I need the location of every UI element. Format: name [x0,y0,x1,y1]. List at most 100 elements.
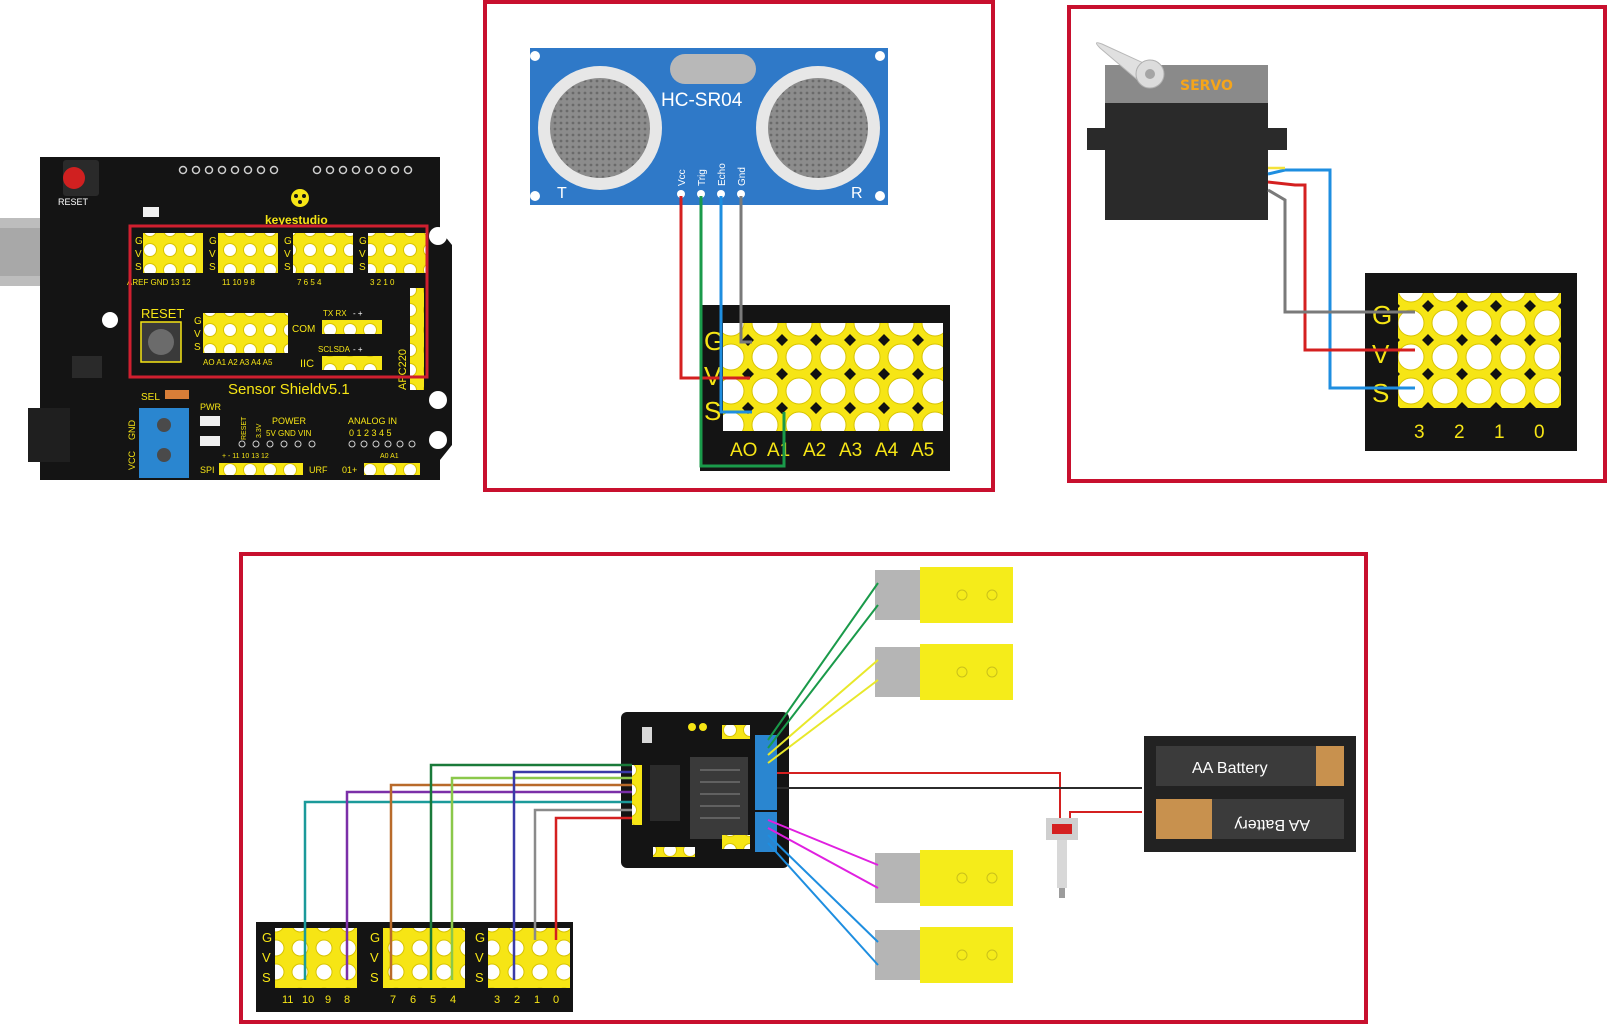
header-block-3-0[interactable] [368,233,428,273]
analog-header-block[interactable] [203,313,288,353]
wire-pin-8 [345,790,632,980]
iic-header[interactable] [322,356,382,370]
header-block-11-8[interactable] [218,233,278,273]
digital-label-aref: AREF GND 13 12 [127,278,191,287]
mount-hole [102,312,118,328]
sel-label: SEL [141,392,160,403]
analog-label-a4: A4 [875,440,899,461]
gvs-g: G [262,930,272,945]
battery-top-label: AA Battery [1192,760,1268,777]
a0a1-label: A0 A1 [380,453,399,460]
digital-label-7-4: 7 6 5 4 [297,278,322,287]
txrx-label: TX RX [323,309,347,318]
pwr-label: PWR [200,402,221,412]
gvs-s: S [194,342,201,353]
analog-labels: AO A1 A2 A3 A4 A5 [203,358,273,367]
wire-gnd-grey [739,196,752,344]
urf-label: URF [309,465,328,475]
pin-label-7: 7 [390,994,396,1006]
wire-pin-11 [303,800,632,980]
ladybug-logo-icon [291,189,309,207]
svg-text:- +: - + [353,309,363,318]
analog-label-a5: A5 [911,440,934,461]
header-block-3-0[interactable] [488,928,570,988]
wire-echo-blue [719,196,752,414]
analog-pin-block[interactable] [723,323,943,431]
pin-label-9: 9 [325,994,331,1006]
gvs-v: V [284,249,291,260]
v33-label: 3.3V [256,423,263,438]
motor-2 [875,644,1013,700]
gvs-g: G [284,236,292,247]
sclsda-label: SCLSDA [318,345,351,354]
pin-label-vcc: Vcc [677,169,688,186]
spi-header[interactable] [219,463,303,475]
analog-label-a0: AO [730,440,757,461]
servo-pin-2: 2 [1454,422,1465,443]
analog-nums-label: 0 1 2 3 4 5 [349,428,392,438]
gvs-v: V [370,950,379,965]
pin-label-10: 10 [302,994,314,1006]
pin-label-8: 8 [344,994,350,1006]
wire-pin-5 [429,763,632,980]
header-block-7-4[interactable] [293,233,353,273]
gnd-label: GND [127,420,137,441]
apc220-header[interactable] [410,288,424,390]
pin-label-2: 2 [514,994,520,1006]
power-pins-label: 5V GND VIN [266,429,312,438]
svg-text:- +: - + [353,345,363,354]
urf-nums-label: 01+ [342,465,357,475]
wire-pin-0-vcc [554,816,632,940]
pin-label-1: 1 [534,994,540,1006]
gvs-s: S [475,970,484,985]
crystal [670,54,756,84]
header-block-aref-12[interactable] [143,233,203,273]
pin-label-4: 4 [450,994,456,1006]
urf-header[interactable] [364,463,420,475]
gvs-v: V [135,249,142,260]
wire-vcc-red [679,196,750,380]
ultrasonic-model-label: HC-SR04 [661,90,743,111]
gvs-g: G [370,930,380,945]
reset-small-label: RESET [241,416,248,440]
analog-in-label: ANALOG IN [348,416,397,426]
power-terminal[interactable] [755,770,777,810]
wire-gnd-grey [1267,188,1415,314]
wire-pin-2 [512,770,632,980]
driver-input-header[interactable] [632,765,642,825]
power-label: POWER [272,416,307,426]
ultrasonic-panel: HC-SR04 T R Vcc Trig Echo Gnd G V S AO A… [483,0,995,492]
highlight-frame [128,224,429,379]
pin-label-5: 5 [430,994,436,1006]
top-header-holes [178,165,413,175]
motor-4 [875,927,1013,983]
wire-trig-green [699,196,786,468]
battery-bottom-label: AA Battery [1234,816,1310,833]
com-header[interactable] [322,320,382,334]
gvs-s: S [704,396,721,426]
servo-pin-block[interactable] [1398,293,1561,408]
analog-label-a3: A3 [839,440,862,461]
motor-1 [875,567,1013,623]
analog-label-a1: A1 [767,440,790,461]
servo-pin-3: 3 [1414,422,1425,443]
gvs-v: V [1372,339,1390,369]
reset-top-label: RESET [58,197,89,207]
pin-label-gnd: Gnd [737,167,748,186]
gvs-v: V [262,950,271,965]
gvs-s: S [370,970,379,985]
wire-pin-4 [450,776,632,980]
sel-switch[interactable] [165,390,189,399]
gvs-v: V [209,249,216,260]
gvs-v: V [194,329,201,340]
reset-top-button[interactable] [63,167,85,189]
mount-hole [429,227,447,245]
header-block-11-8[interactable] [275,928,357,988]
vcc-label: VCC [127,450,137,470]
gvs-s: S [135,262,142,273]
servo-wires [1267,168,1415,390]
servo-pin-0: 0 [1534,422,1545,443]
brand-label: keyestudio [265,213,328,227]
pin-label-11: 11 [282,994,293,1006]
wire-power-red [777,772,1061,818]
